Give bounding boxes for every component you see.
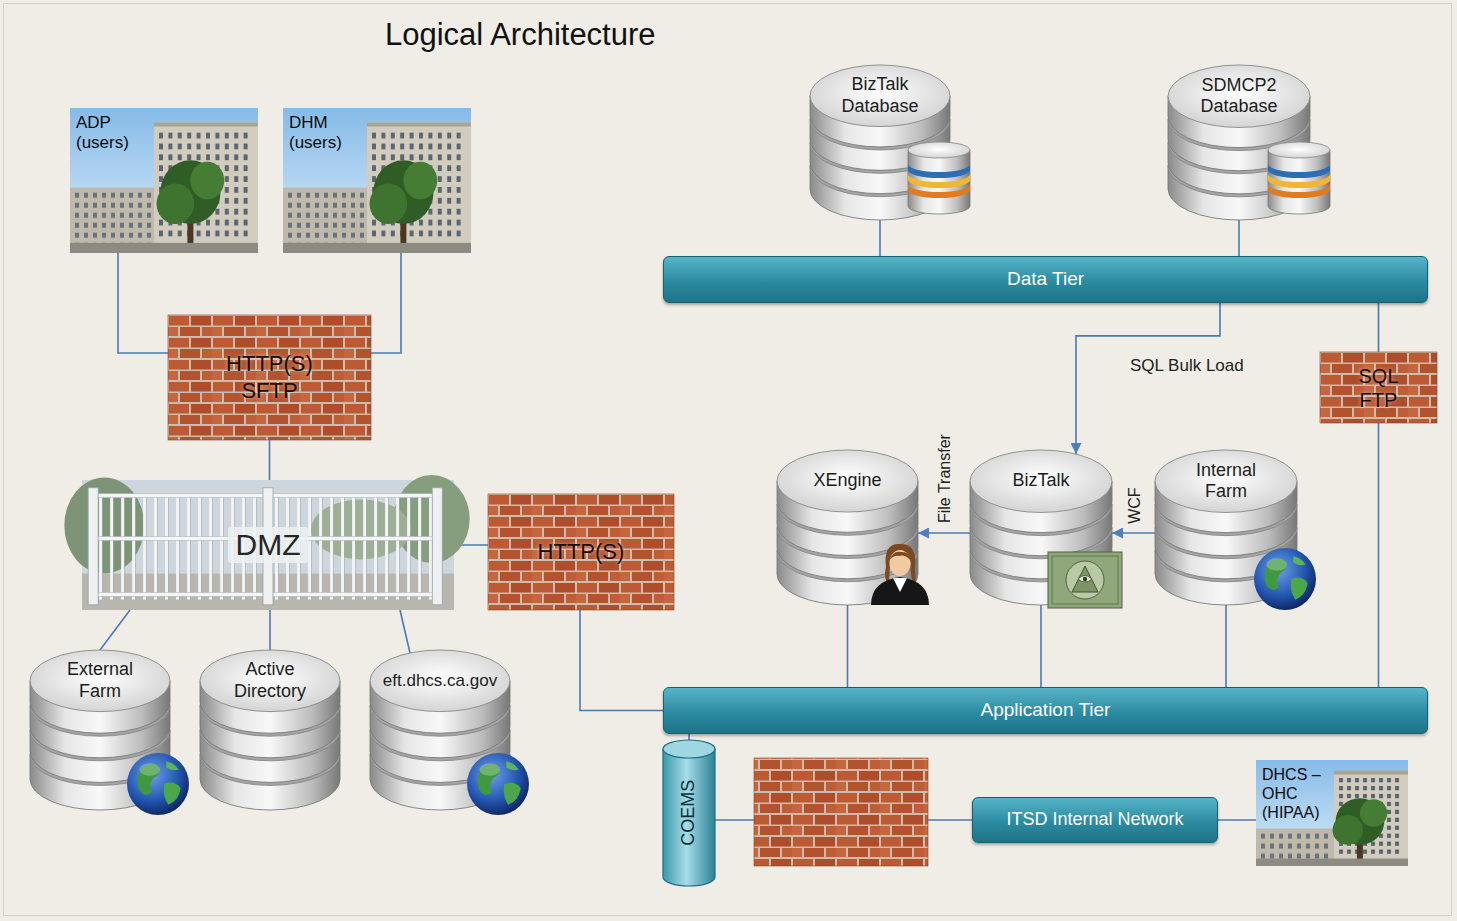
- sky: [70, 108, 258, 253]
- node-shape: [1320, 352, 1437, 423]
- sky: [1256, 760, 1408, 866]
- user-site: ADP (users): [70, 108, 258, 253]
- diagram-title: Logical Architecture: [385, 16, 656, 53]
- globe-icon: [1254, 548, 1316, 610]
- sky: [283, 108, 471, 253]
- connector-line: [1076, 303, 1220, 454]
- coems-cylinder: COEMS: [663, 740, 715, 886]
- node-label: DHCS – OHC (HIPAA): [1262, 765, 1328, 823]
- edge-label: SQL Bulk Load: [1128, 356, 1246, 376]
- person-icon: [871, 544, 929, 605]
- connector-line: [847, 605, 849, 687]
- connector-line: [1378, 303, 1380, 352]
- connector-line: [1238, 220, 1240, 256]
- connector-line: [1112, 532, 1155, 534]
- connector-line: [100, 610, 130, 650]
- node-label: Application Tier: [981, 699, 1111, 722]
- cylinder-shape: [663, 740, 715, 886]
- firewall-wall: SQL FTP: [1320, 352, 1437, 423]
- disk-stack: [370, 650, 510, 810]
- node-label: BizTalk Database: [830, 74, 930, 117]
- node-label: External Farm: [50, 659, 150, 702]
- connector-line: [879, 220, 881, 256]
- tier-band: Application Tier: [663, 687, 1428, 734]
- node-label: Active Directory: [220, 659, 320, 702]
- server-stack: Active Directory: [200, 650, 340, 810]
- server-stack: BizTalk: [970, 450, 1112, 605]
- database-icon: [1268, 142, 1330, 214]
- edge-label: File Transfer: [934, 432, 953, 525]
- dollar-bill-icon: [1048, 552, 1122, 608]
- node-label: Data Tier: [1007, 268, 1084, 291]
- firewall-wall: HTTP(S) SFTP: [168, 315, 371, 440]
- connector-line: [400, 610, 410, 653]
- node-label: ADP (users): [76, 113, 148, 154]
- node-label: SQL FTP: [1348, 364, 1410, 412]
- firewall-wall: HTTP(S): [488, 494, 674, 610]
- user-site: DHM (users): [283, 108, 471, 253]
- connector-line: [688, 734, 690, 740]
- connector-line: [1378, 423, 1380, 687]
- brick-wall: [168, 315, 371, 440]
- network-band: ITSD Internal Network: [972, 797, 1218, 843]
- connector-line: [269, 440, 271, 480]
- database-icon: [908, 142, 970, 214]
- connector-line: [1040, 605, 1042, 687]
- node-label: Internal Farm: [1176, 460, 1276, 503]
- database-stack: SDMCP2 Database: [1168, 65, 1310, 220]
- disk-stack: [970, 450, 1112, 605]
- globe-icon: [127, 753, 189, 815]
- node-label: DMZ: [228, 527, 309, 563]
- disk-stack: [30, 650, 170, 810]
- brick-wall: [1320, 352, 1437, 423]
- node-label: ITSD Internal Network: [1006, 809, 1183, 831]
- edge-label: WCF: [1124, 485, 1143, 525]
- disk-stack: [777, 450, 918, 605]
- connector-line: [1218, 819, 1256, 821]
- node-label: HTTP(S): [538, 539, 625, 565]
- connector-line: [580, 610, 663, 710]
- node-label: XEngine: [813, 470, 881, 492]
- dmz-gate: DMZ: [82, 480, 454, 610]
- server-stack: External Farm: [30, 650, 170, 810]
- disk-stack: [1155, 450, 1297, 605]
- connector-line: [118, 253, 168, 353]
- node-label: BizTalk: [1012, 470, 1069, 492]
- brick-wall: [488, 494, 674, 610]
- database-stack: BizTalk Database: [810, 65, 950, 220]
- connector-line: [918, 532, 970, 534]
- user-site: DHCS – OHC (HIPAA): [1256, 760, 1408, 866]
- server-stack: eft.dhcs.ca.gov: [370, 650, 510, 810]
- disk-stack: [200, 650, 340, 810]
- firewall-wall: [754, 758, 928, 866]
- node-label: DHM (users): [289, 113, 361, 154]
- node-label: COEMS: [678, 780, 700, 846]
- node-label: HTTP(S) SFTP: [214, 351, 326, 404]
- connector-line: [1225, 605, 1227, 687]
- globe-icon: [467, 753, 529, 815]
- tier-band: Data Tier: [663, 256, 1428, 303]
- server-stack: Internal Farm: [1155, 450, 1297, 605]
- gate-picture: [64, 475, 469, 610]
- connector-line: [269, 610, 271, 650]
- connector-line: [371, 253, 401, 353]
- node-label: SDMCP2 Database: [1189, 75, 1289, 118]
- server-stack: XEngine: [777, 450, 918, 605]
- node-label: eft.dhcs.ca.gov: [383, 671, 497, 691]
